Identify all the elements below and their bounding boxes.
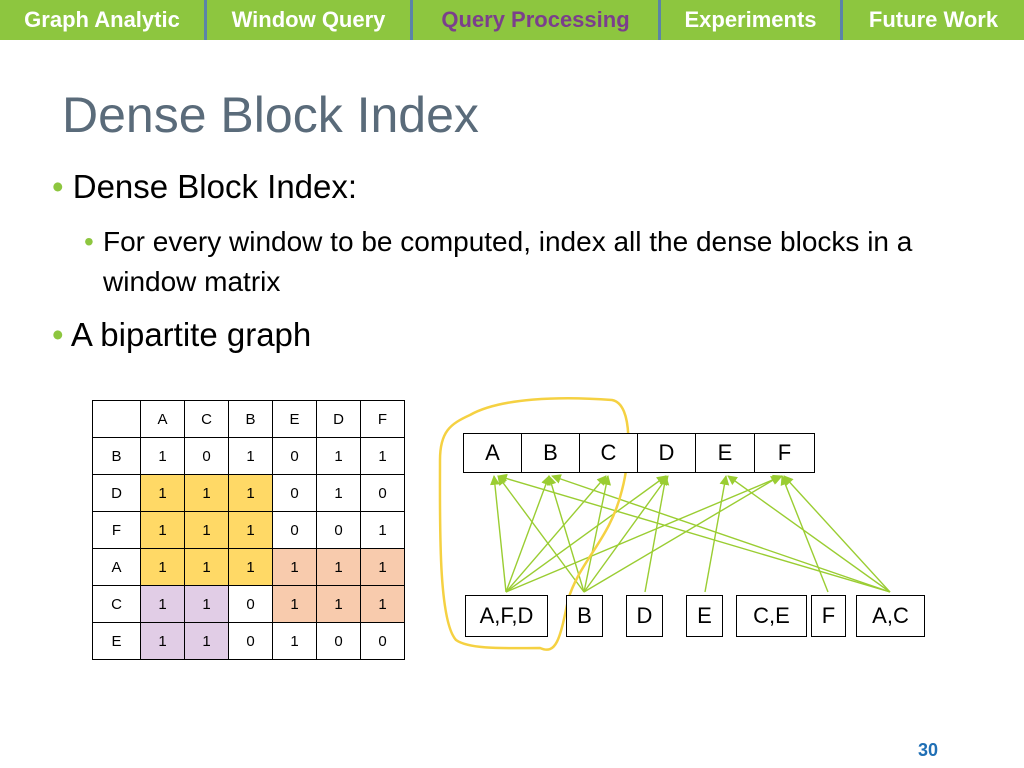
graph-edge — [546, 475, 585, 593]
graph-top-node: C — [579, 433, 638, 473]
matrix-col-header: E — [272, 400, 317, 438]
matrix-corner-cell — [92, 400, 141, 438]
graph-edge — [727, 475, 891, 593]
nav-tab-window-query[interactable]: Window Query — [207, 0, 413, 40]
graph-edge — [505, 475, 607, 593]
matrix-cell-dense-pink: 1 — [316, 548, 361, 586]
matrix-cell: 1 — [360, 437, 405, 475]
graph-bottom-node: B — [566, 595, 603, 637]
matrix-row: B 1 0 1 0 1 1 — [92, 437, 405, 475]
matrix-cell: 0 — [272, 511, 317, 549]
nav-tab-query-processing[interactable]: Query Processing — [413, 0, 661, 40]
nav-tab-graph-analytic[interactable]: Graph Analytic — [0, 0, 207, 40]
page-number: 30 — [917, 740, 938, 760]
matrix-row: C 1 1 0 1 1 1 — [92, 585, 405, 623]
graph-bottom-node: A,C — [856, 595, 925, 637]
graph-bottom-node: F — [811, 595, 846, 637]
graph-edge — [783, 475, 891, 593]
matrix-cell-dense-yellow: 1 — [140, 511, 185, 549]
matrix-row: E 1 1 0 1 0 0 — [92, 622, 405, 660]
matrix-cell: 0 — [316, 622, 361, 660]
bullet-bipartite-graph: • A bipartite graph — [52, 316, 311, 354]
top-nav-bar: Graph Analytic Window Query Query Proces… — [0, 0, 1024, 40]
bullet-dense-block-index: • Dense Block Index: — [52, 168, 357, 206]
graph-edge — [704, 475, 730, 593]
matrix-cell: 0 — [360, 474, 405, 512]
matrix-cell-dense-yellow: 1 — [228, 474, 273, 512]
matrix-header-row: A C B E D F — [92, 400, 405, 438]
graph-bottom-node: A,F,D — [465, 595, 548, 637]
window-matrix-table: A C B E D F B 1 0 1 0 1 1 D 1 1 1 0 1 0 … — [92, 400, 405, 660]
sub-bullet-window: • For every window to be computed, index… — [84, 222, 954, 302]
matrix-row: F 1 1 1 0 0 1 — [92, 511, 405, 549]
graph-bottom-node: E — [686, 595, 723, 637]
matrix-col-header: F — [360, 400, 405, 438]
matrix-cell-dense-pink: 1 — [316, 585, 361, 623]
graph-top-node: E — [695, 433, 755, 473]
matrix-cell: 0 — [184, 437, 229, 475]
matrix-row-header: D — [92, 474, 141, 512]
graph-top-node: F — [754, 433, 815, 473]
slide-title: Dense Block Index — [62, 87, 479, 143]
graph-edge — [505, 475, 551, 593]
bullet-dot-icon: • — [52, 168, 64, 205]
bullet-text: A bipartite graph — [70, 316, 312, 353]
dense-block-lasso — [438, 397, 630, 651]
sub-bullet-text: For every window to be computed, index a… — [103, 226, 913, 297]
matrix-cell: 1 — [228, 437, 273, 475]
matrix-cell-dense-purple: 1 — [140, 622, 185, 660]
matrix-cell: 0 — [228, 585, 273, 623]
matrix-cell-dense-yellow: 1 — [140, 548, 185, 586]
graph-edge — [780, 475, 829, 593]
matrix-row: A 1 1 1 1 1 1 — [92, 548, 405, 586]
graph-edge — [583, 475, 612, 593]
graph-edge — [505, 475, 667, 593]
matrix-cell: 0 — [272, 474, 317, 512]
matrix-cell: 1 — [140, 437, 185, 475]
graph-edge — [497, 475, 585, 593]
graph-bottom-node: C,E — [736, 595, 807, 637]
matrix-cell-dense-yellow: 1 — [228, 548, 273, 586]
sub-bullet-dot-icon: • — [84, 226, 94, 257]
bullet-text: Dense Block Index: — [72, 168, 358, 205]
matrix-cell-dense-pink: 1 — [360, 585, 405, 623]
graph-edge — [583, 475, 669, 593]
matrix-row-header: C — [92, 585, 141, 623]
matrix-cell-dense-purple: 1 — [184, 585, 229, 623]
graph-top-node: A — [463, 433, 522, 473]
matrix-cell-dense-purple: 1 — [184, 622, 229, 660]
matrix-cell-dense-purple: 1 — [140, 585, 185, 623]
graph-bottom-node: D — [626, 595, 663, 637]
matrix-cell-dense-pink: 1 — [272, 585, 317, 623]
matrix-cell: 0 — [272, 437, 317, 475]
graph-edge — [505, 474, 783, 593]
matrix-row: D 1 1 1 0 1 0 — [92, 474, 405, 512]
matrix-cell: 1 — [316, 474, 361, 512]
graph-edge — [644, 475, 670, 593]
graph-edge — [551, 474, 891, 593]
graph-top-node: B — [521, 433, 580, 473]
graph-edge — [497, 473, 891, 593]
graph-top-node: D — [637, 433, 696, 473]
graph-edge — [490, 475, 507, 593]
matrix-cell-dense-yellow: 1 — [184, 511, 229, 549]
bullet-dot-icon: • — [52, 316, 64, 353]
graph-edge — [583, 475, 781, 593]
matrix-cell-dense-yellow: 1 — [140, 474, 185, 512]
matrix-cell-dense-yellow: 1 — [228, 511, 273, 549]
matrix-cell: 0 — [360, 622, 405, 660]
matrix-cell-dense-yellow: 1 — [184, 474, 229, 512]
nav-tab-experiments[interactable]: Experiments — [661, 0, 843, 40]
matrix-cell-dense-pink: 1 — [360, 548, 405, 586]
matrix-cell: 1 — [272, 622, 317, 660]
nav-tab-future-work[interactable]: Future Work — [868, 7, 999, 32]
